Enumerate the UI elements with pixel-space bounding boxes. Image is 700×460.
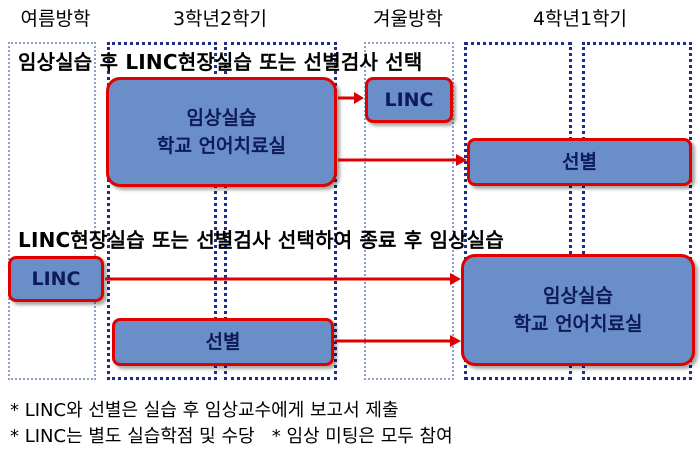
section2-clinic-box: 임상실습 학교 언어치료실: [461, 254, 695, 366]
column-frame-4-1-a: [464, 42, 572, 380]
column-header-winter: 겨울방학: [373, 8, 443, 30]
column-frame-winter: [364, 42, 454, 380]
section2-linc-box: LINC: [8, 256, 104, 302]
section1-title: 임상실습 후 LINC현장실습 또는 선별검사 선택: [18, 50, 423, 74]
section1-clinic-line2: 학교 언어치료실: [157, 135, 286, 157]
section2-select-label: 선별: [205, 330, 241, 353]
arrow-linc-to-clinic-head: [450, 273, 461, 285]
section2-clinic-line2: 학교 언어치료실: [513, 313, 643, 335]
column-header-summer: 여름방학: [20, 8, 91, 30]
section2-linc-label: LINC: [31, 267, 81, 290]
column-frame-3-2-a: [107, 42, 217, 380]
footnote-1: * LINC와 선별은 실습 후 임상교수에게 보고서 제출: [10, 400, 399, 421]
footnotes: * LINC와 선별은 실습 후 임상교수에게 보고서 제출 * LINC는 별…: [10, 398, 453, 450]
section1-clinic-box: 임상실습 학교 언어치료실: [106, 77, 337, 187]
section2-title: LINC현장실습 또는 선별검사 선택하여 종료 후 임상실습: [18, 228, 504, 252]
arrow-select-to-clinic-head: [450, 335, 461, 347]
column-frame-4-1-b: [582, 42, 692, 380]
section1-select-label: 선별: [562, 150, 597, 173]
column-header-3rd-year-2nd-semester: 3학년2학기: [172, 8, 268, 30]
section1-select-box: 선별: [467, 138, 692, 186]
column-frame-3-2-b: [224, 42, 337, 380]
arrow-clinic-to-select-head: [456, 154, 467, 166]
column-header-4th-year-1st-semester: 4학년1학기: [532, 8, 628, 30]
section1-linc-label: LINC: [384, 88, 434, 111]
section2-clinic-line1: 임상실습: [543, 284, 613, 307]
column-frame-summer: [8, 42, 96, 380]
section1-clinic-line1: 임상실습: [186, 106, 257, 129]
section2-select-box: 선별: [112, 318, 334, 366]
arrow-clinic-to-linc-head: [354, 92, 364, 104]
footnote-2: * LINC는 별도 실습학점 및 수당 * 임상 미팅은 모두 참여: [10, 426, 453, 448]
section1-linc-box: LINC: [365, 77, 453, 123]
